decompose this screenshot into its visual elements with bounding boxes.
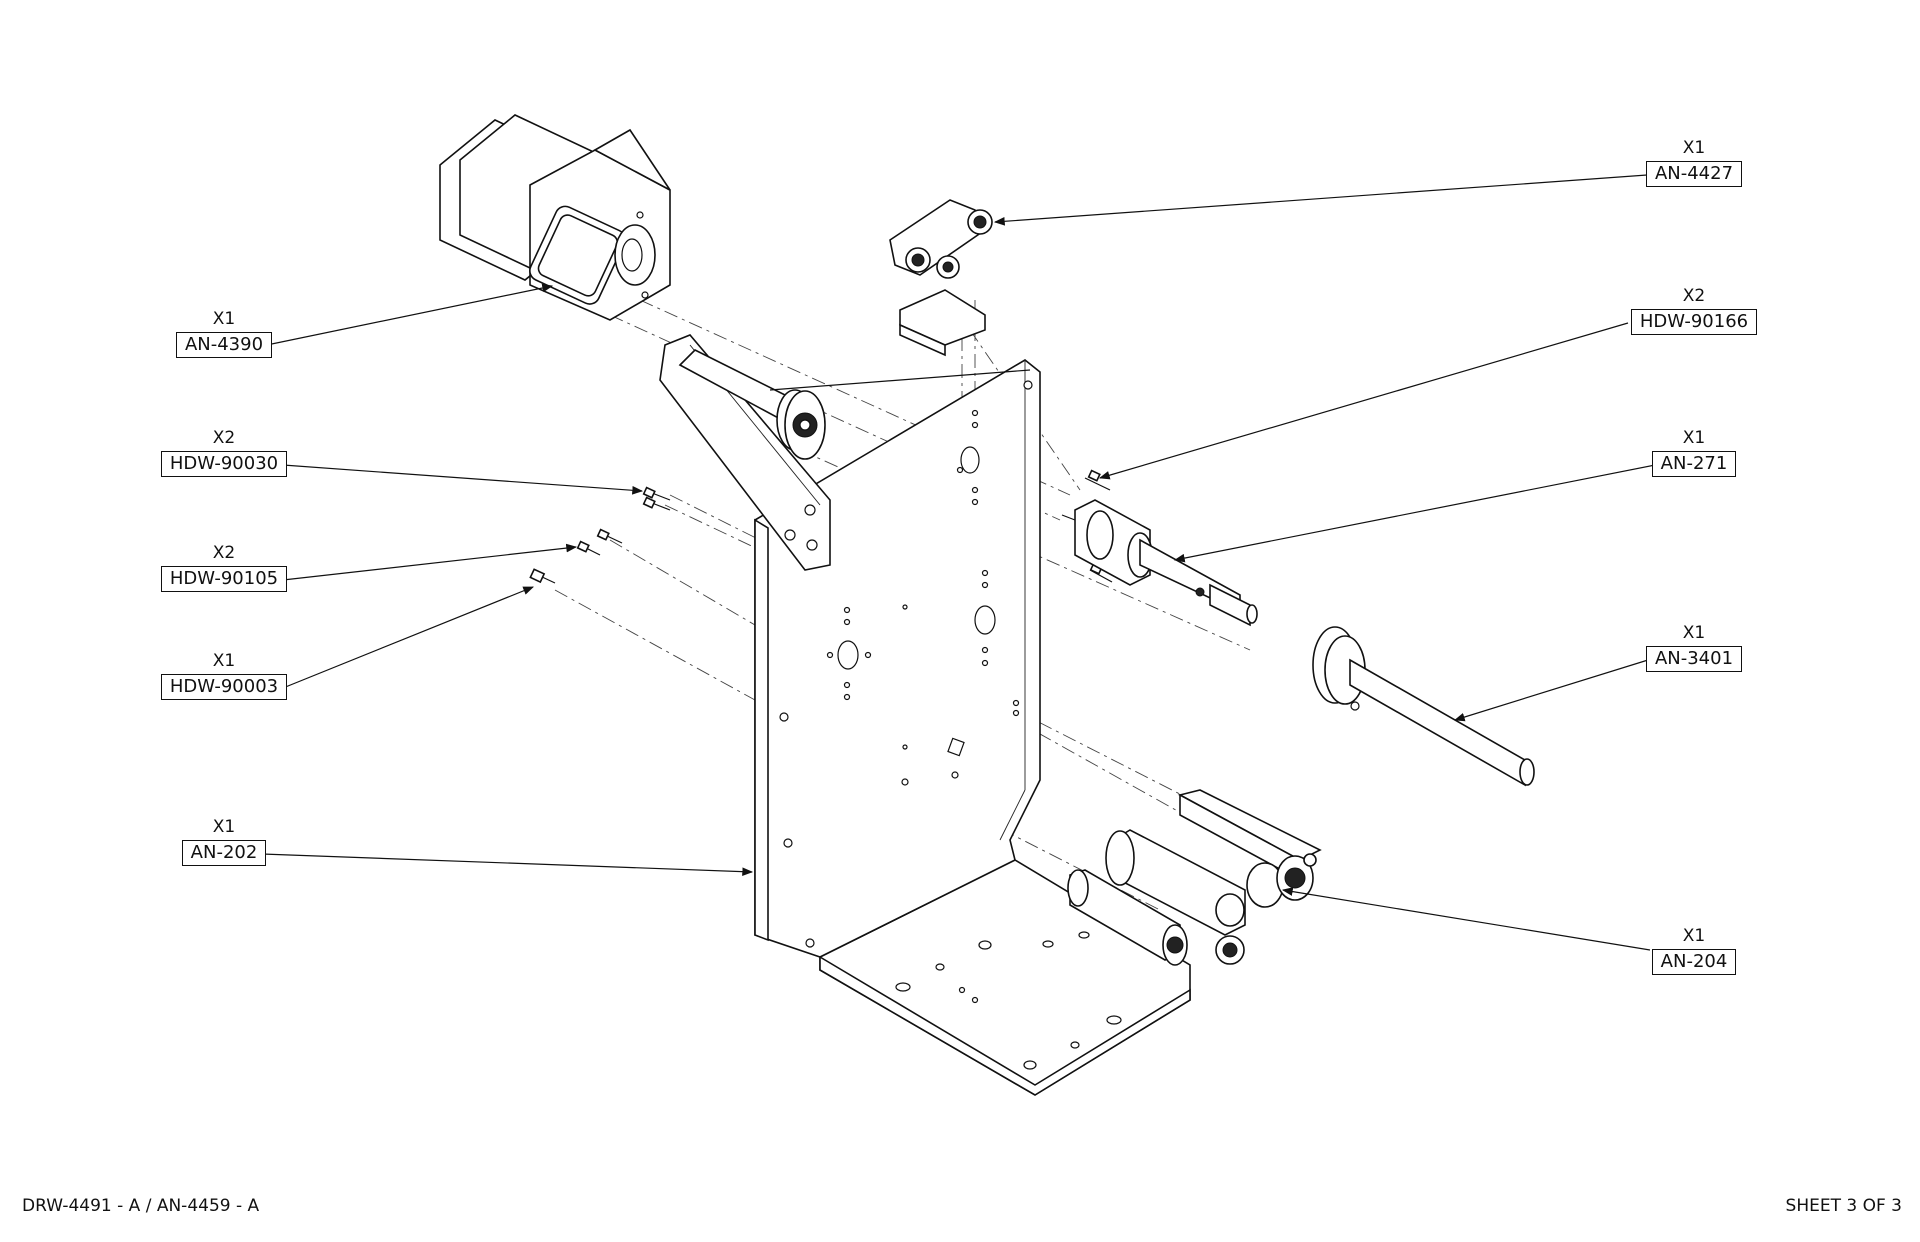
callout-an-4427: X1 AN-4427 — [1594, 138, 1794, 187]
callout-quantity: X1 — [1682, 138, 1706, 158]
callout-hdw-90105: X2 HDW-90105 — [124, 543, 324, 592]
callout-quantity: X1 — [212, 309, 236, 329]
callout-an-204: X1 AN-204 — [1594, 926, 1794, 975]
callout-quantity: X2 — [212, 543, 236, 563]
callout-part-number: AN-3401 — [1645, 646, 1743, 672]
leader-lines — [261, 174, 1656, 951]
screws-left — [529, 486, 671, 584]
callout-hdw-90030: X2 HDW-90030 — [124, 428, 324, 477]
callout-part-number: HDW-90166 — [1630, 309, 1758, 335]
shaft-an-271 — [1061, 499, 1258, 627]
callout-part-number: AN-202 — [181, 840, 267, 866]
callout-an-4390: X1 AN-4390 — [124, 309, 324, 358]
sheet-number: SHEET 3 OF 3 — [1785, 1196, 1902, 1216]
callout-quantity: X1 — [1682, 428, 1706, 448]
callout-part-number: AN-271 — [1651, 451, 1737, 477]
callout-an-202: X1 AN-202 — [124, 817, 324, 866]
roller-assembly-an-204 — [1067, 789, 1322, 966]
motor-an-4390 — [439, 114, 671, 321]
spindle-an-3401 — [1312, 626, 1535, 787]
tensioner-an-4427 — [889, 199, 993, 357]
arm-roller-assembly — [659, 334, 1031, 571]
callout-quantity: X2 — [212, 428, 236, 448]
callout-quantity: X2 — [1682, 286, 1706, 306]
callout-part-number: AN-4390 — [175, 332, 273, 358]
callout-an-3401: X1 AN-3401 — [1594, 623, 1794, 672]
callout-part-number: HDW-90105 — [160, 566, 288, 592]
callout-quantity: X1 — [1682, 623, 1706, 643]
callout-quantity: X1 — [1682, 926, 1706, 946]
drawing-id: DRW-4491 - A / AN-4459 - A — [22, 1196, 260, 1216]
callout-hdw-90166: X2 HDW-90166 — [1594, 286, 1794, 335]
callout-hdw-90003: X1 HDW-90003 — [124, 651, 324, 700]
callout-part-number: AN-204 — [1651, 949, 1737, 975]
callout-an-271: X1 AN-271 — [1594, 428, 1794, 477]
callout-quantity: X1 — [212, 651, 236, 671]
callout-part-number: HDW-90003 — [160, 674, 288, 700]
callout-part-number: AN-4427 — [1645, 161, 1743, 187]
callout-quantity: X1 — [212, 817, 236, 837]
callout-part-number: HDW-90030 — [160, 451, 288, 477]
